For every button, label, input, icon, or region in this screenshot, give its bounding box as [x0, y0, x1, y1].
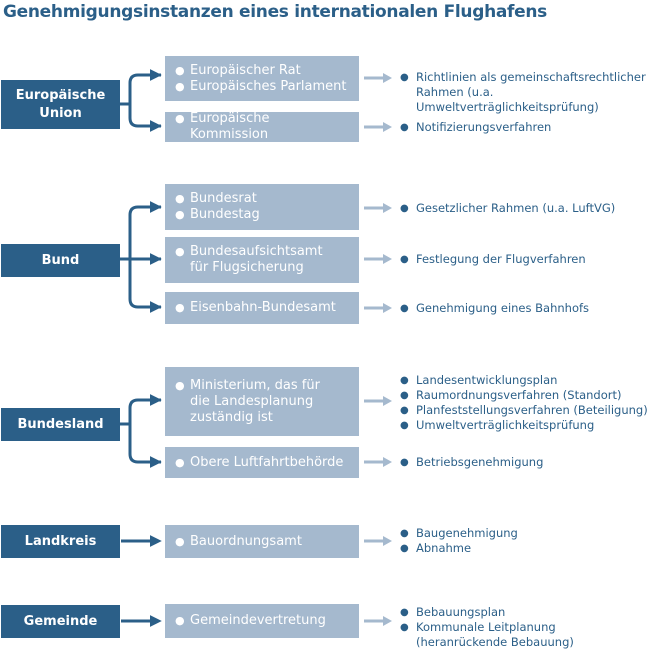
result-item: Landesentwicklungsplan — [416, 373, 558, 387]
result-item: Richtlinien als gemeinschaftsrechtlicher… — [416, 70, 646, 114]
result-gesetzlicher-rahmen: ● Gesetzlicher Rahmen (u.a. LuftVG) — [400, 201, 662, 216]
result-arrow-1 — [364, 73, 392, 83]
bullet-icon: ● — [175, 192, 185, 205]
result-arrow-3 — [364, 203, 392, 213]
institution-ministerium: ● Ministerium, das für die Landesplanung … — [165, 367, 359, 436]
result-flugverfahren: ● Festlegung der Flugverfahren — [400, 252, 662, 267]
institution-item: Bauordnungsamt — [190, 533, 302, 549]
result-item: Kommunale Leitplanung (heranrückende Beb… — [416, 620, 574, 649]
result-item: Baugenehmigung — [416, 526, 518, 540]
bullet-icon: ● — [175, 79, 185, 93]
result-item: Planfeststellungsverfahren (Beteiligung) — [416, 403, 648, 417]
bullet-icon: ● — [400, 405, 409, 416]
institution-item: Europäischer Rat — [190, 62, 301, 78]
bullet-icon: ● — [175, 378, 185, 392]
bracket-eu — [120, 73, 161, 128]
result-item: Genehmigung eines Bahnhofs — [416, 301, 590, 315]
result-landesplanung: ● Landesentwicklungsplan ● Raumordnungsver… — [400, 373, 662, 433]
bullet-icon: ● — [400, 375, 409, 386]
bullet-icon: ● — [400, 72, 409, 83]
result-arrow-8 — [364, 536, 392, 546]
result-item: Betriebsgenehmigung — [416, 455, 544, 469]
institution-item: Bundesrat — [190, 191, 257, 206]
bullet-icon: ● — [175, 112, 185, 125]
bullet-icon: ● — [400, 122, 409, 133]
bullet-icon: ● — [400, 543, 409, 554]
bullet-icon: ● — [175, 208, 185, 221]
bullet-icon: ● — [400, 420, 409, 431]
bracket-bundesland — [120, 398, 161, 464]
result-item: Raumordnungsverfahren (Standort) — [416, 388, 622, 402]
institution-bauordnungsamt: ● Bauordnungsamt — [165, 525, 359, 558]
institution-item: Obere Luftfahrtbehörde — [190, 454, 344, 470]
bracket-bund — [120, 205, 161, 309]
bullet-icon: ● — [400, 390, 409, 401]
result-arrow-9 — [364, 616, 392, 626]
result-baugenehmigung: ● Baugenehmigung ● Abnahme — [400, 526, 662, 556]
institution-item: Bundestag — [190, 207, 260, 222]
institution-item: Bundesaufsichtsamt für Flugsicherung — [190, 244, 323, 275]
institution-eisenbahn-bundesamt: ● Eisenbahn-Bundesamt — [165, 292, 359, 324]
bullet-icon: ● — [400, 303, 409, 314]
level-bund: Bund — [1, 244, 120, 277]
result-notifizierung: ● Notifizierungsverfahren — [400, 120, 662, 135]
institution-bundesaufsichtsamt: ● Bundesaufsichtsamt für Flugsicherung — [165, 237, 359, 283]
bullet-icon: ● — [400, 622, 409, 633]
institution-eu-kommission: ● Europäische Kommission — [165, 111, 359, 142]
bullet-icon: ● — [175, 614, 185, 627]
result-arrow-7 — [364, 457, 392, 467]
level-europaeische-union: Europäische Union — [1, 80, 120, 129]
result-bebauungsplan: ● Bebauungsplan ● Kommunale Leitplanung (h… — [400, 605, 662, 650]
result-item: Abnahme — [416, 541, 472, 555]
result-item: Gesetzlicher Rahmen (u.a. LuftVG) — [416, 201, 616, 215]
level-bundesland: Bundesland — [1, 408, 120, 441]
institution-bundesrat-bundestag: ● Bundesrat ● Bundestag — [165, 184, 359, 230]
institution-eu-rat-parlament: ● Europäischer Rat ● Europäisches Parlamen… — [165, 56, 359, 101]
bullet-icon: ● — [175, 63, 185, 77]
bullet-icon: ● — [400, 607, 409, 618]
bullet-icon: ● — [400, 203, 409, 214]
result-item: Umweltverträglichkeitsprüfung — [416, 418, 595, 432]
result-item: Festlegung der Flugverfahren — [416, 252, 586, 266]
result-item: Notifizierungsverfahren — [416, 120, 552, 134]
bullet-icon: ● — [175, 455, 185, 469]
diagram-title: Genehmigungsinstanzen eines internationa… — [3, 2, 548, 22]
level-landkreis: Landkreis — [1, 525, 120, 558]
result-item: Bebauungsplan — [416, 605, 506, 619]
bullet-icon: ● — [175, 301, 185, 314]
bullet-icon: ● — [400, 457, 409, 468]
institution-gemeindevertretung: ● Gemeindevertretung — [165, 604, 359, 638]
bullet-icon: ● — [400, 254, 409, 265]
bullet-icon: ● — [400, 528, 409, 539]
result-arrow-2 — [364, 122, 392, 132]
institution-luftfahrtbehoerde: ● Obere Luftfahrtbehörde — [165, 447, 359, 478]
institution-item: Europäische Kommission — [190, 111, 270, 142]
result-betriebsgenehmigung: ● Betriebsgenehmigung — [400, 455, 662, 470]
institution-item: Europäisches Parlament — [190, 78, 347, 94]
result-richtlinien: ● Richtlinien als gemeinschaftsrechtliche… — [400, 70, 662, 115]
result-arrow-6 — [364, 396, 392, 406]
institution-item: Ministerium, das für die Landesplanung z… — [190, 377, 320, 425]
result-arrow-4 — [364, 254, 392, 264]
institution-item: Gemeindevertretung — [190, 613, 326, 628]
level-gemeinde: Gemeinde — [1, 605, 120, 638]
bullet-icon: ● — [175, 534, 185, 548]
result-bahnhof: ● Genehmigung eines Bahnhofs — [400, 301, 662, 316]
result-arrows — [364, 73, 392, 626]
institution-item: Eisenbahn-Bundesamt — [190, 300, 336, 315]
bullet-icon: ● — [175, 245, 185, 258]
result-arrow-5 — [364, 303, 392, 313]
